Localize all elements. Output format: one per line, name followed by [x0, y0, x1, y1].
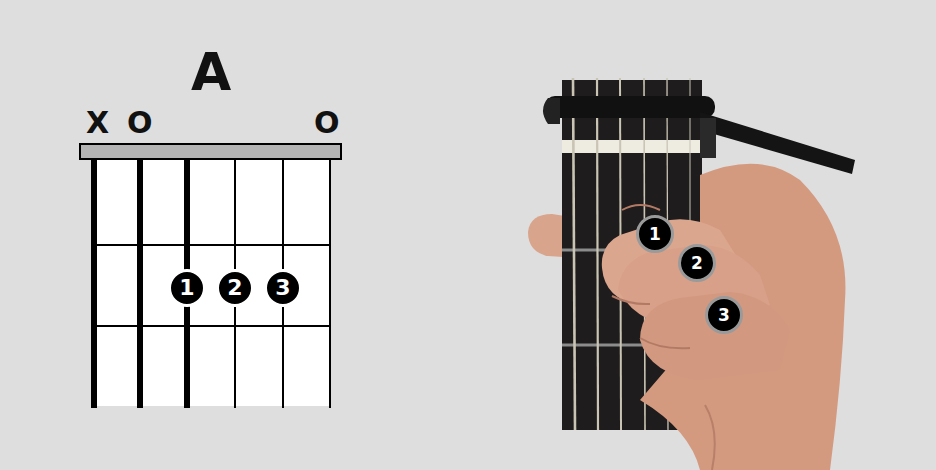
finger-marker: 2	[678, 244, 716, 282]
chord-title: A	[191, 46, 231, 98]
finger-marker: 3	[705, 296, 743, 334]
string-lines	[94, 158, 330, 408]
finger-dot: 1	[168, 269, 206, 307]
string-marker: O	[127, 108, 153, 138]
finger-number: 1	[179, 277, 194, 299]
string-marker: O	[314, 108, 340, 138]
finger-number: 2	[691, 255, 703, 272]
finger-number: 2	[227, 277, 242, 299]
finger-marker: 1	[636, 215, 674, 253]
finger-dot: 2	[216, 269, 254, 307]
finger-dot: 3	[264, 269, 302, 307]
finger-number: 3	[718, 307, 730, 324]
grid-ground	[93, 158, 330, 406]
hand-photo	[528, 78, 855, 470]
finger-number: 1	[649, 226, 661, 243]
nut-bar	[80, 144, 341, 159]
fret-lines	[93, 245, 330, 326]
finger-number: 3	[275, 277, 290, 299]
string-marker: X	[86, 108, 109, 138]
